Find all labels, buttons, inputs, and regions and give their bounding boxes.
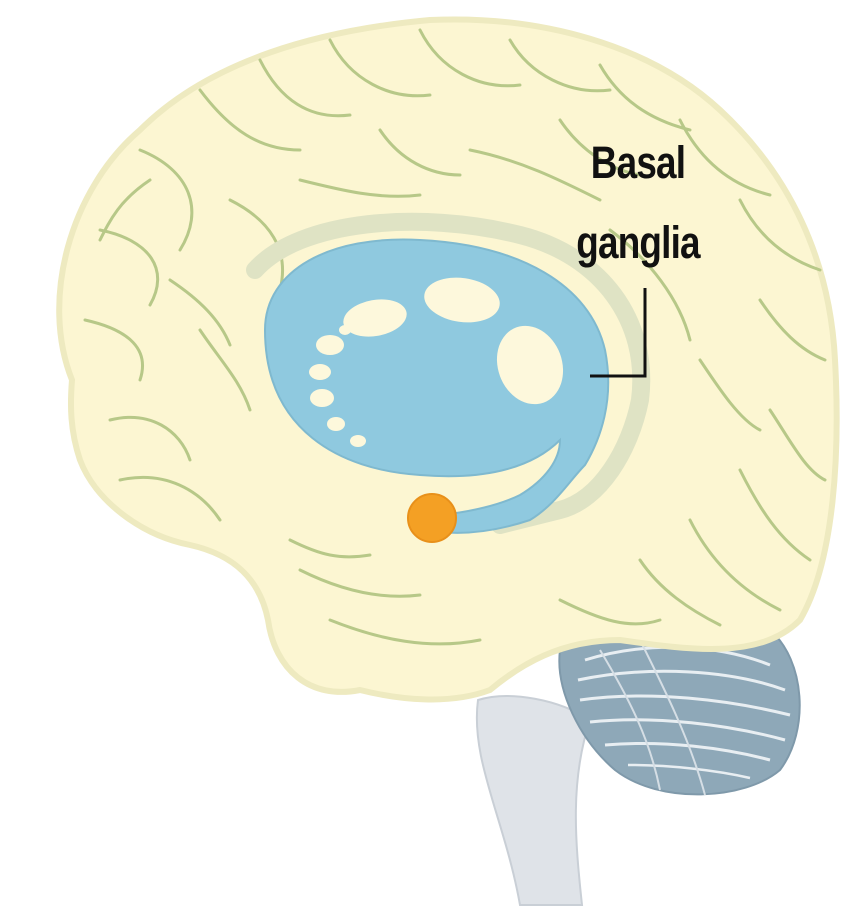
basal-ganglia-label-line1: Basal	[564, 138, 712, 188]
brainstem	[477, 696, 590, 905]
orange-nucleus-dot	[408, 494, 456, 542]
basal-ganglia-label-line2: ganglia	[564, 218, 712, 268]
